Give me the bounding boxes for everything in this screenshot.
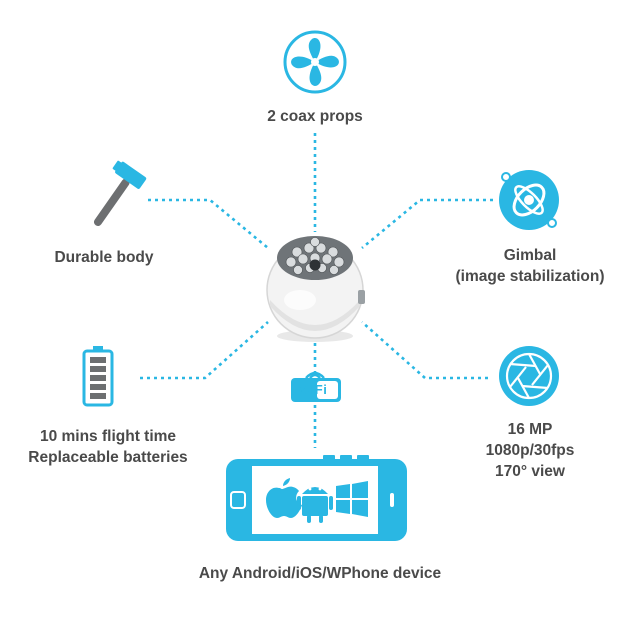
wifi-logo (291, 371, 341, 402)
connector-lines (140, 133, 493, 448)
connector-body (148, 198, 269, 250)
hammer-icon (93, 160, 147, 227)
fan-icon (283, 30, 347, 94)
wifi-text: WiFi (298, 382, 328, 397)
body-label-line: Durable body (54, 249, 154, 266)
gimbal-label: Gimbal (image stabilization) (440, 245, 620, 287)
camera-label: 16 MP 1080p/30fps 170° view (460, 419, 600, 482)
camera-label-line: 16 MP (507, 421, 553, 438)
windows-icon (336, 481, 368, 517)
body-label: Durable body (24, 247, 184, 268)
battery-label-line: 10 mins flight time (39, 428, 177, 445)
gimbal-label-line: (image stabilization) (455, 268, 605, 285)
camera-label-line: 170° view (495, 463, 565, 480)
gimbal-icon (499, 170, 559, 230)
drone-ball (266, 236, 365, 342)
gimbal-label-line: Gimbal (503, 247, 557, 264)
phone-label: Any Android/iOS/WPhone device (198, 565, 442, 582)
connector-battery (140, 321, 269, 380)
aperture-icon (499, 346, 559, 406)
props-label: 2 coax props (215, 106, 415, 127)
battery-icon (82, 346, 114, 407)
apple-icon (266, 478, 302, 518)
camera-label-line: 1080p/30fps (485, 442, 575, 459)
android-icon (297, 487, 333, 523)
props-label-line: 2 coax props (267, 108, 363, 125)
connector-camera (361, 321, 488, 380)
battery-label-line: Replaceable batteries (28, 449, 188, 466)
connector-gimbal (361, 198, 493, 250)
